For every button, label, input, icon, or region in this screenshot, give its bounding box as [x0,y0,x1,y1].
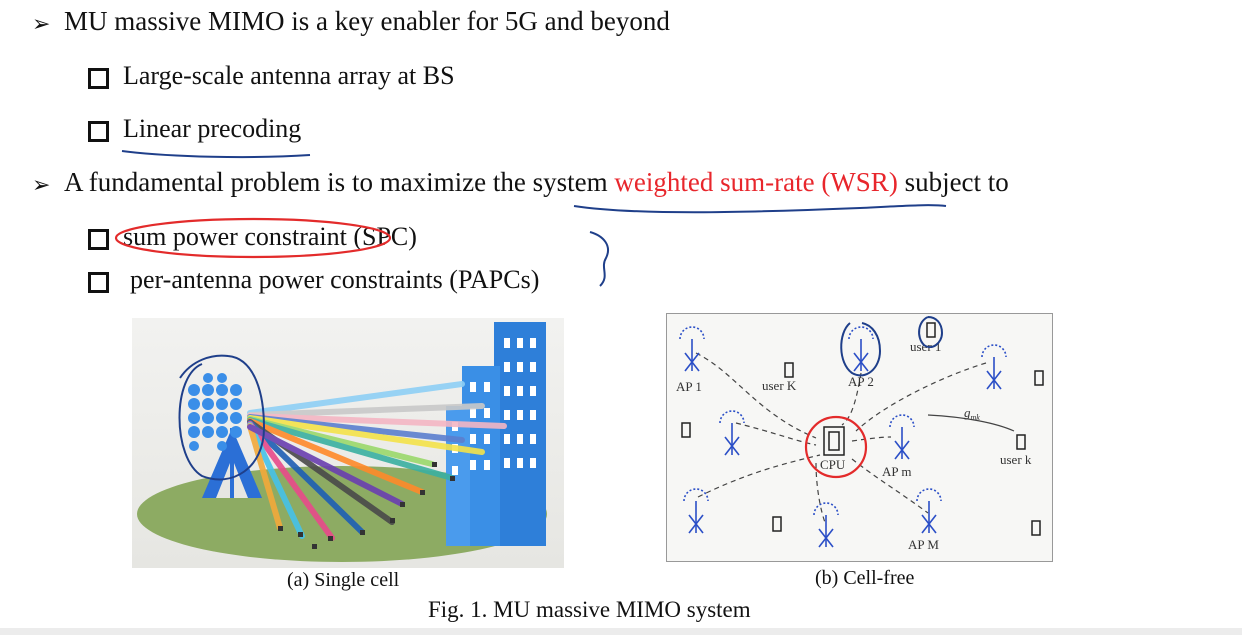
label-ap-1: AP 1 [676,379,702,394]
access-point-icons [679,326,1007,548]
underline-linear-precoding [121,150,311,159]
ap-2-icon [848,326,874,372]
circle-sum-power-constraint [114,217,392,259]
ap-m-icon [889,414,915,460]
label-ap-2: AP 2 [848,374,874,389]
buildings [446,322,546,546]
user-left-icon [681,422,691,438]
highlight-text: weighted sum-rate (WSR) [614,167,898,197]
precoding-beams [247,381,507,541]
network-frame [666,313,1053,562]
square-bullet-icon [88,229,109,250]
bullet-text: MU massive MIMO is a key enabler for 5G … [64,6,670,36]
cpu-icon [823,426,845,456]
ap-right-icon [981,344,1007,390]
square-bullet-icon [88,272,109,293]
ap-1-icon [679,326,705,372]
arrow-bullet-icon: ➢ [32,173,51,198]
user-right-icon [1034,370,1044,386]
caption-single-cell: (a) Single cell [287,569,400,591]
label-cpu: CPU [820,457,846,472]
single-cell-illustration [132,318,564,568]
user-1-icon [926,322,936,338]
user-terminals [278,462,455,549]
label-ap-m: AP m [882,464,912,479]
bullet-text: A fundamental problem is to maximize the… [64,167,1009,198]
label-ap-M: AP M [908,537,939,552]
arrow-bullet-icon: ➢ [32,12,51,37]
underline-weighted-sum-rate [573,204,947,214]
ap-left-icon [719,410,745,456]
annotation-loop-ap2 [840,322,882,377]
label-channel: gmk [964,405,980,422]
bullet-text: Large-scale antenna array at BS [123,61,455,90]
ap-bottom-icon [813,502,839,548]
caption-cell-free: (b) Cell-free [815,567,915,589]
user-bottom-icon [772,516,782,532]
bottom-strip [0,628,1242,635]
brace-constraints [589,231,609,287]
bullet-text: per-antenna power constraints (PAPCs) [130,265,540,294]
user-k-icon [1016,434,1026,450]
annotation-loop-user1 [918,316,944,349]
bullet-text-prefix: A fundamental problem is to maximize the… [64,167,615,197]
cell-free-illustration: AP 1 AP 2 user K user 1 CPU AP m AP M us… [666,313,1053,562]
label-user-k: user k [1000,452,1032,467]
user-K-icon [784,362,794,378]
bullet-text-suffix: subject to [897,167,1009,197]
annotation-circle-cpu [804,415,868,479]
ap-bottom-left-icon [683,488,709,534]
antenna-array-icon [188,373,242,451]
annotation-loop-array [178,354,266,481]
figure-caption: Fig. 1. MU massive MIMO system [428,597,751,622]
user-bottom-right-icon [1031,520,1041,536]
square-bullet-icon [88,121,109,142]
label-user-K: user K [762,378,797,393]
bullet-text: Linear precoding [123,114,302,143]
user-phone-icons [681,322,1044,536]
channel-link [927,414,1015,432]
square-bullet-icon [88,68,109,89]
ap-M-icon [916,488,942,534]
